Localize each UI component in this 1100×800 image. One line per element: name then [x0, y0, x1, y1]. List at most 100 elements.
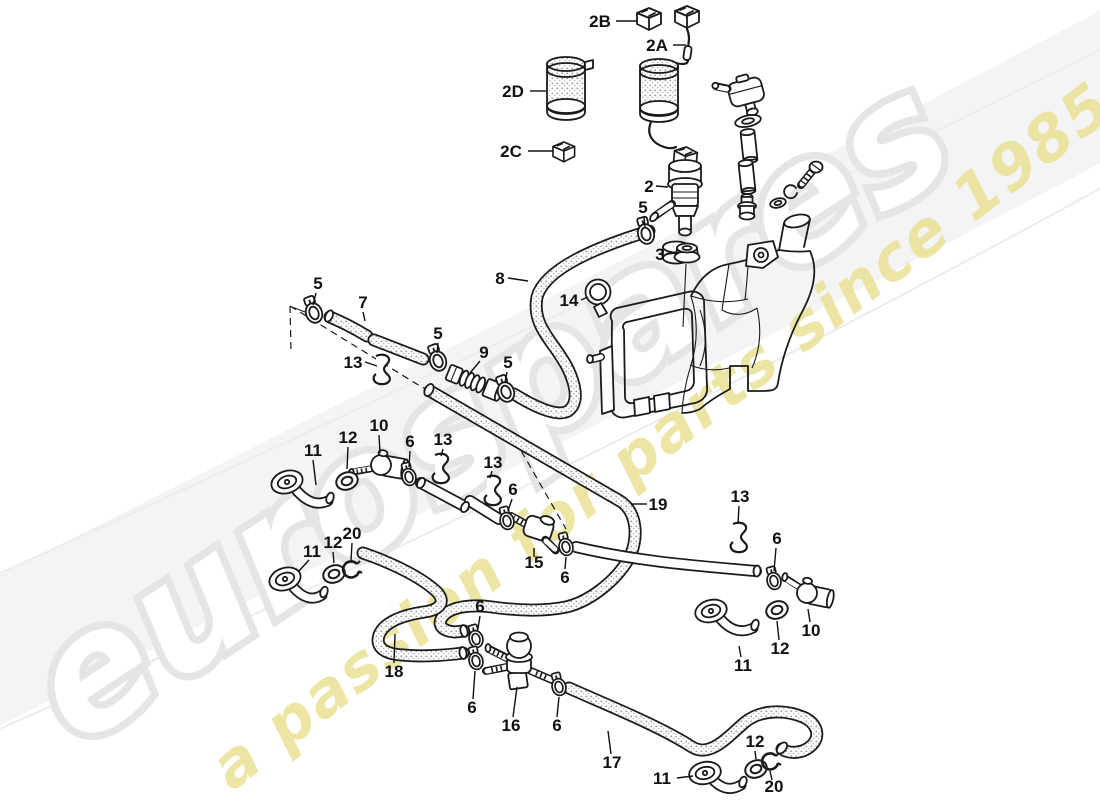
part-label-11: 11: [653, 769, 671, 788]
part-label-2: 2: [644, 177, 653, 196]
label-leader-line: [472, 670, 476, 700]
part-label-15: 15: [525, 553, 544, 572]
part-label-2A: 2A: [646, 36, 668, 55]
part-label-11: 11: [304, 441, 322, 460]
wire-2a: [685, 27, 691, 49]
nozzle-11-front-left: [267, 465, 335, 509]
part-label-5: 5: [638, 198, 647, 217]
part-label-6: 6: [772, 529, 781, 548]
label-leader-line: [477, 615, 481, 629]
spray-nozzles: [265, 449, 835, 794]
part-label-6: 6: [405, 432, 414, 451]
washer-valve-16: [482, 631, 556, 691]
label-leader-line: [738, 645, 742, 658]
part-label-5: 5: [503, 353, 512, 372]
pump-small-parts: [711, 73, 824, 221]
clamp-6: [762, 564, 784, 592]
watermark-swoosh-edge-top: [0, 48, 1100, 575]
label-leader-line: [580, 296, 589, 301]
clamp-5: [299, 293, 326, 327]
lock-washer: [783, 184, 798, 200]
part-label-6: 6: [560, 568, 569, 587]
nozzle-11-rear-right: [686, 758, 748, 794]
nozzle-11-front-right: [691, 595, 760, 637]
label-leader-line: [512, 686, 518, 718]
nozzle-11-rear-left: [265, 562, 329, 604]
coupler-9: [444, 364, 505, 402]
label-leader-line: [350, 542, 353, 562]
part-label-19: 19: [649, 495, 668, 514]
label-leader-line: [378, 434, 381, 454]
part-label-5: 5: [433, 324, 442, 343]
label-leader-line: [408, 450, 411, 468]
nozzle-tubing: [415, 476, 762, 578]
clamp-6: [464, 644, 486, 672]
hoses: [323, 224, 824, 759]
label-leader-line: [312, 459, 317, 486]
sleeve-upper: [739, 128, 759, 164]
part-label-3: 3: [655, 245, 664, 264]
part-label-11: 11: [734, 656, 752, 675]
part-label-8: 8: [495, 269, 504, 288]
part-label-12: 12: [746, 732, 765, 751]
part-label-6: 6: [475, 597, 484, 616]
connector-plug: [674, 5, 700, 29]
label-leader-line: [364, 361, 378, 367]
part-label-18: 18: [385, 662, 404, 681]
part-label-7: 7: [358, 293, 367, 312]
part-label-6: 6: [508, 480, 517, 499]
ring-12: [762, 597, 792, 623]
grommet-3: [673, 242, 701, 264]
part-label-9: 9: [479, 343, 488, 362]
part-label-13: 13: [484, 453, 503, 472]
label-leader-line: [507, 277, 529, 282]
label-leader-line: [665, 252, 679, 255]
part-label-13: 13: [731, 487, 750, 506]
clamp-6: [547, 670, 569, 698]
part-label-2D: 2D: [502, 82, 524, 101]
part-label-2C: 2C: [500, 142, 522, 161]
part-label-10: 10: [370, 416, 389, 435]
part-label-11: 11: [303, 542, 321, 561]
clip-20: [760, 751, 783, 771]
part-label-17: 17: [603, 753, 622, 772]
washer-reservoir-tank: [586, 213, 816, 419]
part-label-10: 10: [802, 621, 821, 640]
label-leader-line: [643, 216, 646, 228]
part-label-20: 20: [765, 777, 784, 796]
part-label-6: 6: [467, 698, 476, 717]
check-valve: [737, 193, 757, 221]
label-leader-line: [507, 498, 513, 512]
label-leader-line: [655, 185, 669, 188]
elbow-10-right: [781, 572, 835, 609]
flat-washer: [769, 197, 787, 209]
mount-screw: [797, 160, 824, 189]
label-leader-line: [469, 360, 481, 374]
label-leader-line: [346, 446, 349, 470]
elbow-union-15: [507, 511, 560, 555]
label-leader-line: [440, 448, 444, 457]
label-leader-line: [489, 470, 493, 479]
label-leader-line: [737, 505, 740, 525]
canister-2d: [546, 56, 594, 121]
clamp-6: [464, 622, 486, 650]
part-label-13: 13: [344, 353, 363, 372]
pump-cap: [711, 73, 765, 117]
sleeve-lower: [737, 159, 757, 195]
label-leader-line: [332, 551, 335, 564]
connector-2b: [636, 7, 662, 31]
label-leader-line: [298, 559, 310, 572]
label-leader-line: [564, 556, 567, 570]
part-label-13: 13: [434, 430, 453, 449]
part-label-14: 14: [560, 291, 579, 310]
part-label-20: 20: [343, 524, 362, 543]
part-label-2B: 2B: [589, 12, 611, 31]
label-leader-line: [807, 608, 811, 623]
label-leader-line: [773, 547, 777, 572]
label-leader-line: [754, 750, 757, 760]
front-air-duct: [586, 290, 708, 419]
clip-13: [729, 521, 748, 554]
